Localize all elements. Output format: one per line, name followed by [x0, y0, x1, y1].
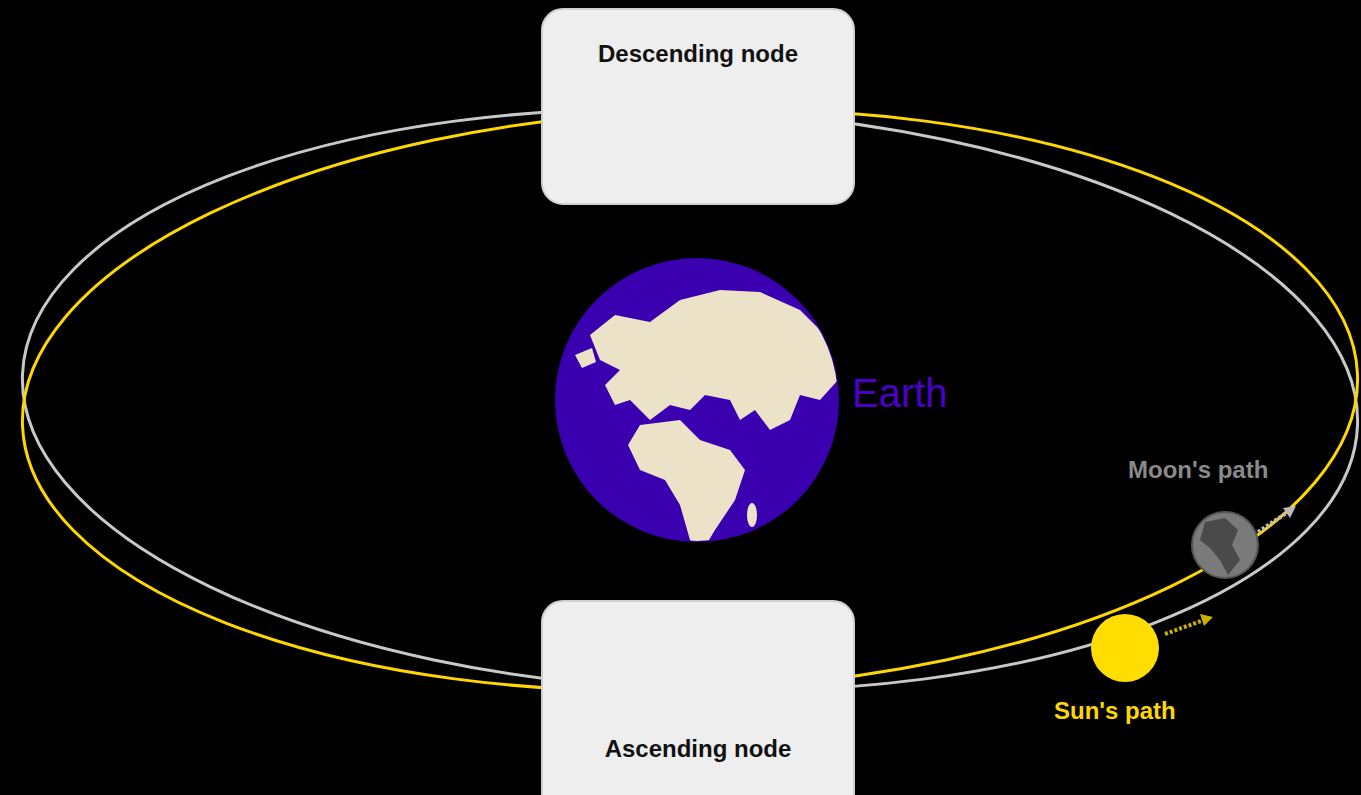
- node-box: Ascending node: [541, 600, 855, 795]
- node-box: Descending node: [541, 8, 855, 205]
- moon-continents: [1200, 518, 1240, 575]
- node-label: Descending node: [598, 40, 798, 68]
- sun-direction-arrow: [1165, 614, 1213, 634]
- sun-body: [1091, 614, 1159, 682]
- moon-path-label: Moon's path: [1126, 456, 1270, 484]
- earth-label: Earth: [850, 371, 950, 416]
- sun-path-label: Sun's path: [1052, 697, 1178, 725]
- moon-direction-arrow: [1258, 506, 1296, 532]
- earth-continents: [575, 290, 838, 555]
- node-label: Ascending node: [605, 735, 792, 763]
- moon-body: [1192, 512, 1258, 578]
